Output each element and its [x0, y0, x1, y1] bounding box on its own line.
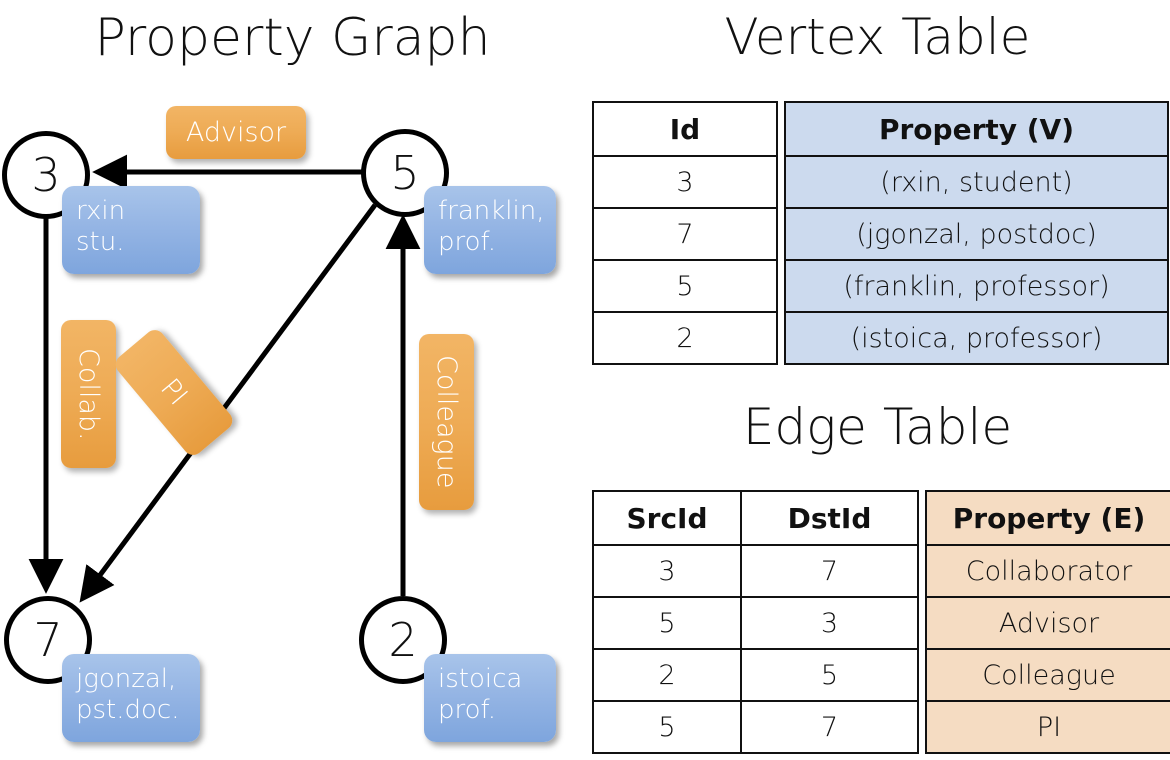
- edge-table-cell-srcid: 5: [592, 700, 742, 754]
- vertex-table-cell-id: 7: [592, 207, 778, 261]
- edge-label-collab: Collab.: [61, 320, 116, 468]
- edge-label-collab-text: Collab.: [73, 347, 104, 441]
- vertex-table-column-property: Property (V) (rxin, student) (jgonzal, p…: [784, 101, 1169, 365]
- graph-node-3-label: 3: [31, 148, 61, 202]
- vertex-table-cell-id: 2: [592, 311, 778, 365]
- node-property-franklin-line2: prof.: [438, 226, 497, 257]
- node-property-jgonzal-line1: jgonzal,: [76, 664, 177, 694]
- vertex-table-cell-id: 3: [592, 155, 778, 209]
- node-property-box-istoica: istoica prof.: [424, 654, 556, 742]
- page-title-property-graph: Property Graph: [94, 8, 491, 68]
- edge-line-5-to-7: [79, 203, 378, 603]
- node-property-box-jgonzal: jgonzal, pst.doc.: [62, 654, 200, 742]
- graph-node-7-label: 7: [33, 613, 63, 667]
- edge-table-column-dstid: DstId 7 3 5 7: [740, 490, 919, 754]
- vertex-table-cell-property: (istoica, professor): [784, 311, 1169, 365]
- edge-label-pi-text: PI: [154, 373, 194, 412]
- vertex-table-column-id: Id 3 7 5 2: [592, 101, 778, 365]
- vertex-table-cell-property: (rxin, student): [784, 155, 1169, 209]
- property-graph-diagram: Advisor Collab. PI Colleague rxin stu. f…: [2, 106, 556, 742]
- graph-node-5-label: 5: [390, 146, 420, 200]
- vertex-table-header-id: Id: [592, 101, 778, 157]
- edge-label-advisor-text: Advisor: [185, 117, 287, 148]
- node-property-istoica-line2: prof.: [438, 694, 497, 725]
- edge-label-colleague: Colleague: [419, 334, 474, 510]
- edge-table-cell-srcid: 5: [592, 596, 742, 650]
- edge-table-column-property: Property (E) Collaborator Advisor Collea…: [925, 490, 1170, 754]
- edge-label-colleague-text: Colleague: [431, 355, 462, 489]
- edge-table-cell-srcid: 2: [592, 648, 742, 702]
- edge-table-header-property: Property (E): [925, 490, 1170, 546]
- node-property-box-rxin: rxin stu.: [62, 186, 200, 274]
- edge-table-cell-property: Advisor: [925, 596, 1170, 650]
- edge-table-header-dstid: DstId: [740, 490, 919, 546]
- edge-table-cell-dstid: 5: [740, 648, 919, 702]
- edge-table-cell-dstid: 7: [740, 544, 919, 598]
- node-property-rxin-line2: stu.: [76, 226, 125, 257]
- edge-label-advisor: Advisor: [166, 106, 306, 159]
- page-title-vertex-table: Vertex Table: [724, 8, 1031, 66]
- node-property-box-franklin: franklin, prof.: [424, 186, 556, 274]
- edge-table-cell-dstid: 7: [740, 700, 919, 754]
- edge-table-header-srcid: SrcId: [592, 490, 742, 546]
- vertex-table-header-property: Property (V): [784, 101, 1169, 157]
- edge-table-cell-dstid: 3: [740, 596, 919, 650]
- node-property-istoica-line1: istoica: [438, 664, 523, 694]
- edge-table-cell-property: Collaborator: [925, 544, 1170, 598]
- graph-edges-svg: [28, 154, 421, 603]
- graph-node-2[interactable]: 2: [359, 596, 447, 684]
- edge-table-cell-srcid: 3: [592, 544, 742, 598]
- page-title-edge-table: Edge Table: [742, 398, 1013, 456]
- graph-node-2-label: 2: [388, 613, 418, 667]
- edge-table-column-srcid: SrcId 3 5 2 5: [592, 490, 742, 754]
- edge-table: SrcId 3 5 2 5 DstId 7 3 5 7 Property (E)…: [592, 490, 1170, 754]
- node-property-rxin-line1: rxin: [76, 196, 126, 226]
- vertex-table-cell-property: (franklin, professor): [784, 259, 1169, 313]
- vertex-table: Id 3 7 5 2 Property (V) (rxin, student) …: [592, 101, 1169, 365]
- vertex-table-cell-id: 5: [592, 259, 778, 313]
- edge-table-cell-property: Colleague: [925, 648, 1170, 702]
- vertex-table-cell-property: (jgonzal, postdoc): [784, 207, 1169, 261]
- node-property-jgonzal-line2: pst.doc.: [76, 694, 180, 725]
- edge-table-cell-property: PI: [925, 700, 1170, 754]
- node-property-franklin-line1: franklin,: [438, 196, 545, 226]
